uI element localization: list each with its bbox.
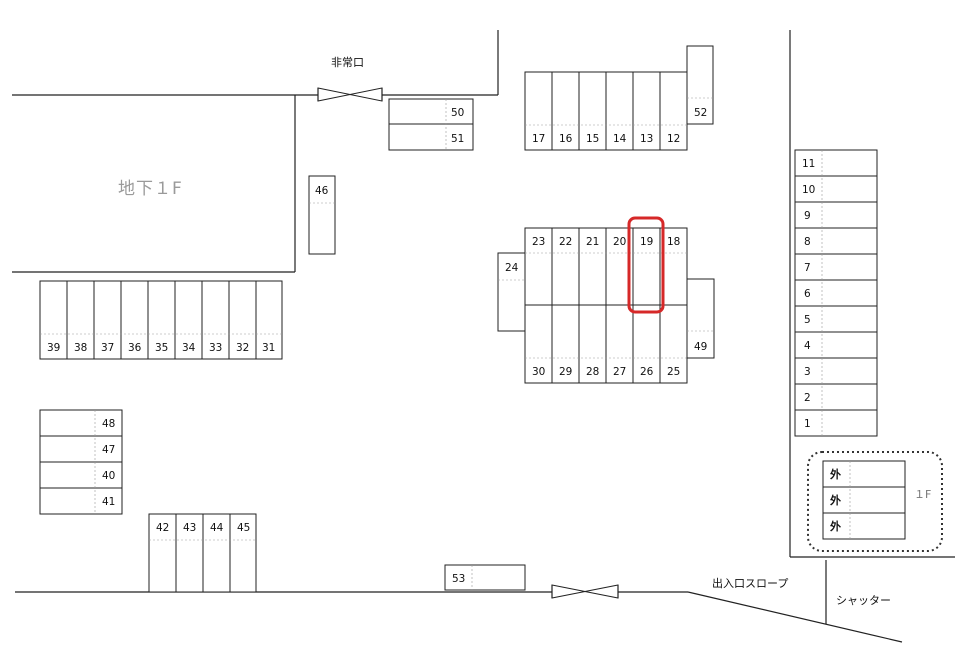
space-22: 22 <box>559 236 572 248</box>
space-6: 6 <box>804 288 811 300</box>
space-9: 9 <box>804 210 811 222</box>
space-27: 27 <box>613 366 626 378</box>
space-34: 34 <box>182 342 196 354</box>
entrance-slope-label: 出入口スロープ <box>712 576 788 590</box>
space-49: 49 <box>694 341 707 353</box>
space-11: 11 <box>802 158 815 170</box>
space-5: 5 <box>804 314 811 326</box>
emergency-exit-label: 非常口 <box>331 56 364 69</box>
space-group-50-51: 50 51 <box>388 98 474 151</box>
space-4: 4 <box>804 340 811 352</box>
outside-space-2: 外 <box>829 493 841 507</box>
basement-label: 地下１F <box>118 179 183 199</box>
outside-space-3: 外 <box>829 519 841 533</box>
space-33: 33 <box>209 342 222 354</box>
space-10: 10 <box>802 184 815 196</box>
space-13: 13 <box>640 133 653 145</box>
space-18: 18 <box>667 236 680 248</box>
walls <box>12 30 955 643</box>
space-38: 38 <box>74 342 87 354</box>
space-48: 48 <box>102 418 115 430</box>
space-20: 20 <box>613 236 626 248</box>
space-26: 26 <box>640 366 654 378</box>
outside-space-group: 外 外 外 <box>807 451 943 552</box>
space-40: 40 <box>102 470 115 482</box>
space-group-31-39: 39 38 37 36 35 34 33 32 31 <box>39 280 283 360</box>
space-19: 19 <box>640 236 653 248</box>
space-42: 42 <box>156 522 169 534</box>
space-51: 51 <box>451 133 464 145</box>
space-group-42-45: 42 43 44 45 <box>148 513 257 593</box>
space-39: 39 <box>47 342 60 354</box>
space-group-46: 46 <box>308 175 336 255</box>
space-52: 52 <box>694 107 707 119</box>
space-group-12-17: 17 16 15 14 13 12 52 <box>524 45 714 151</box>
space-16: 16 <box>559 133 573 145</box>
space-24: 24 <box>505 262 519 274</box>
bottom-door <box>551 584 619 599</box>
first-floor-label: １F <box>914 488 931 501</box>
highlighted-space-19 <box>627 216 665 314</box>
space-47: 47 <box>102 444 115 456</box>
outside-space-1: 外 <box>829 467 841 481</box>
space-43: 43 <box>183 522 196 534</box>
space-17: 17 <box>532 133 545 145</box>
emergency-exit-door <box>317 87 383 102</box>
space-36: 36 <box>128 342 142 354</box>
space-12: 12 <box>667 133 680 145</box>
space-31: 31 <box>262 342 275 354</box>
space-50: 50 <box>451 107 464 119</box>
space-41: 41 <box>102 496 115 508</box>
space-2: 2 <box>804 392 811 404</box>
space-45: 45 <box>237 522 250 534</box>
shutter-label: シャッター <box>836 594 891 607</box>
space-8: 8 <box>804 236 811 248</box>
space-23: 23 <box>532 236 545 248</box>
space-28: 28 <box>586 366 599 378</box>
space-group-53: 53 <box>444 564 526 591</box>
space-1: 1 <box>804 418 811 430</box>
space-29: 29 <box>559 366 572 378</box>
space-32: 32 <box>236 342 249 354</box>
space-21: 21 <box>586 236 599 248</box>
space-7: 7 <box>804 262 811 274</box>
space-group-1-11: 11 10 9 8 7 6 5 4 3 2 1 <box>794 149 878 437</box>
space-46: 46 <box>315 185 329 197</box>
space-37: 37 <box>101 342 114 354</box>
space-44: 44 <box>210 522 224 534</box>
space-group-18-30: 24 23 22 21 20 19 18 30 29 28 27 26 25 4… <box>497 227 715 384</box>
space-14: 14 <box>613 133 627 145</box>
space-15: 15 <box>586 133 599 145</box>
space-53: 53 <box>452 573 465 585</box>
space-30: 30 <box>532 366 545 378</box>
space-25: 25 <box>667 366 680 378</box>
space-3: 3 <box>804 366 811 378</box>
space-group-40-48: 48 47 40 41 <box>39 409 123 515</box>
space-35: 35 <box>155 342 168 354</box>
